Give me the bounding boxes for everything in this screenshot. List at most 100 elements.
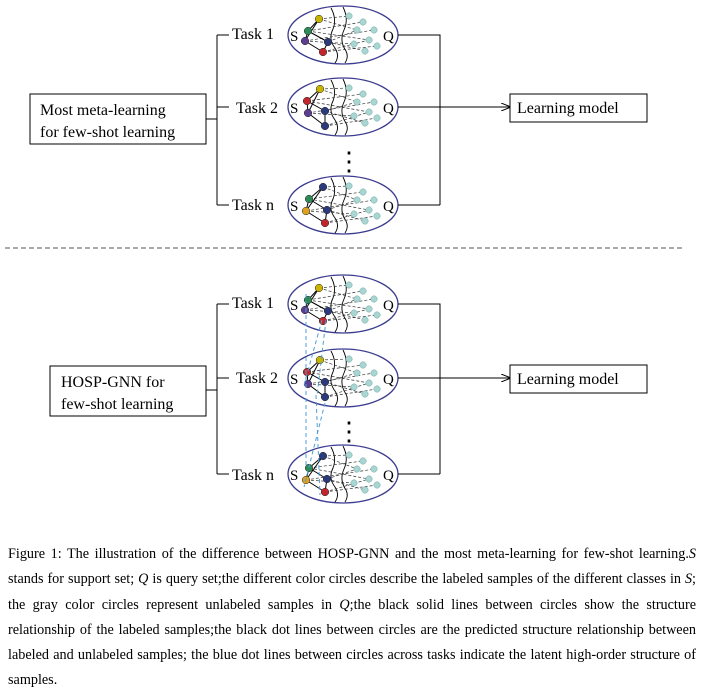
unlabeled-node bbox=[359, 361, 367, 369]
query-set-label: Q bbox=[383, 29, 394, 45]
unlabeled-node bbox=[350, 309, 358, 317]
unlabeled-node bbox=[359, 90, 367, 98]
predicted-link bbox=[327, 41, 366, 52]
top-task-2-label: Task 2 bbox=[236, 100, 278, 117]
top-model-box bbox=[509, 93, 648, 123]
top-section: Most meta-learning for few-shot learning… bbox=[29, 5, 648, 235]
unlabeled-node bbox=[350, 479, 358, 487]
predicted-link bbox=[322, 45, 378, 53]
unlabeled-node bbox=[373, 114, 381, 122]
caption-symbol-q-2: Q bbox=[339, 596, 350, 613]
predicted-link bbox=[306, 93, 364, 102]
predicted-link bbox=[322, 39, 370, 53]
unlabeled-node bbox=[350, 40, 358, 48]
set-separator bbox=[341, 6, 348, 64]
predicted-link bbox=[324, 372, 358, 383]
predicted-link bbox=[324, 478, 370, 493]
predicted-link bbox=[322, 185, 350, 188]
set-separator bbox=[341, 275, 348, 333]
unlabeled-node bbox=[359, 18, 367, 26]
set-separator bbox=[330, 446, 338, 503]
caption-symbol-s: S bbox=[688, 546, 696, 563]
predicted-link bbox=[324, 117, 378, 127]
unlabeled-node bbox=[345, 182, 353, 190]
predicted-link bbox=[322, 314, 378, 322]
unlabeled-node bbox=[359, 457, 367, 465]
caption-text-3: is query set;the different color circles… bbox=[148, 571, 685, 588]
bottom-task-2-label: Task 2 bbox=[236, 370, 278, 387]
predicted-link bbox=[305, 468, 375, 481]
top-bracket bbox=[206, 34, 229, 206]
predicted-link bbox=[324, 382, 370, 398]
predicted-link bbox=[308, 198, 370, 211]
set-separator bbox=[341, 349, 348, 407]
predicted-link bbox=[305, 479, 355, 484]
unlabeled-node bbox=[365, 475, 373, 483]
set-separator bbox=[330, 177, 338, 234]
predicted-link bbox=[306, 364, 364, 373]
predicted-link bbox=[324, 101, 358, 112]
predicted-link bbox=[326, 209, 366, 222]
unlabeled-node bbox=[365, 379, 373, 387]
labeled-node bbox=[304, 194, 314, 204]
set-separator bbox=[330, 79, 338, 136]
unlabeled-node bbox=[365, 108, 373, 116]
labeled-node bbox=[303, 26, 313, 36]
unlabeled-node bbox=[373, 311, 381, 319]
unlabeled-node bbox=[365, 206, 373, 214]
labeled-node bbox=[303, 108, 313, 118]
top-method-label-line2: for few-shot learning bbox=[40, 124, 175, 141]
unlabeled-node bbox=[353, 295, 361, 303]
predicted-link bbox=[304, 40, 355, 45]
bottom-task-n-label: Task n bbox=[232, 467, 274, 484]
predicted-link bbox=[326, 199, 358, 211]
unlabeled-node bbox=[370, 465, 378, 473]
unlabeled-node bbox=[361, 316, 369, 324]
structure-edge bbox=[307, 88, 321, 114]
top-connector-lines bbox=[398, 34, 441, 206]
labeled-node bbox=[320, 487, 330, 497]
bottom-connector-lines bbox=[398, 303, 441, 475]
predicted-link bbox=[305, 199, 375, 212]
unlabeled-node bbox=[361, 47, 369, 55]
labeled-node bbox=[320, 218, 330, 228]
unlabeled-node bbox=[350, 112, 358, 120]
caption-symbol-q: Q bbox=[138, 571, 149, 588]
set-separator bbox=[330, 276, 338, 333]
unlabeled-node bbox=[345, 355, 353, 363]
labeled-node bbox=[322, 474, 332, 484]
labeled-node bbox=[303, 295, 313, 305]
unlabeled-node bbox=[370, 98, 378, 106]
predicted-link bbox=[307, 30, 370, 41]
support-set-label: S bbox=[290, 101, 298, 117]
predicted-link bbox=[308, 467, 370, 480]
set-separator bbox=[330, 350, 338, 407]
labeled-node bbox=[323, 306, 333, 316]
caption-text-2: stands for support set; bbox=[8, 571, 139, 588]
unlabeled-node bbox=[353, 196, 361, 204]
set-separator bbox=[341, 445, 348, 503]
labeled-node bbox=[300, 305, 310, 315]
unlabeled-node bbox=[353, 369, 361, 377]
bottom-model-label: Learning model bbox=[517, 371, 619, 388]
bottom-method-box bbox=[49, 365, 207, 417]
unlabeled-node bbox=[359, 188, 367, 196]
unlabeled-node bbox=[353, 98, 361, 106]
caption-figure-label: Figure 1: bbox=[8, 546, 62, 563]
query-set-label: Q bbox=[383, 199, 394, 215]
predicted-link bbox=[307, 372, 375, 385]
predicted-link bbox=[307, 383, 355, 388]
predicted-link bbox=[326, 478, 366, 491]
set-separator bbox=[330, 7, 338, 64]
unlabeled-node bbox=[361, 390, 369, 398]
predicted-link bbox=[324, 111, 370, 127]
structure-edge bbox=[307, 359, 321, 385]
predicted-link bbox=[322, 454, 350, 457]
labeled-node bbox=[320, 377, 330, 387]
unlabeled-node bbox=[361, 486, 369, 494]
predicted-link bbox=[324, 381, 366, 395]
